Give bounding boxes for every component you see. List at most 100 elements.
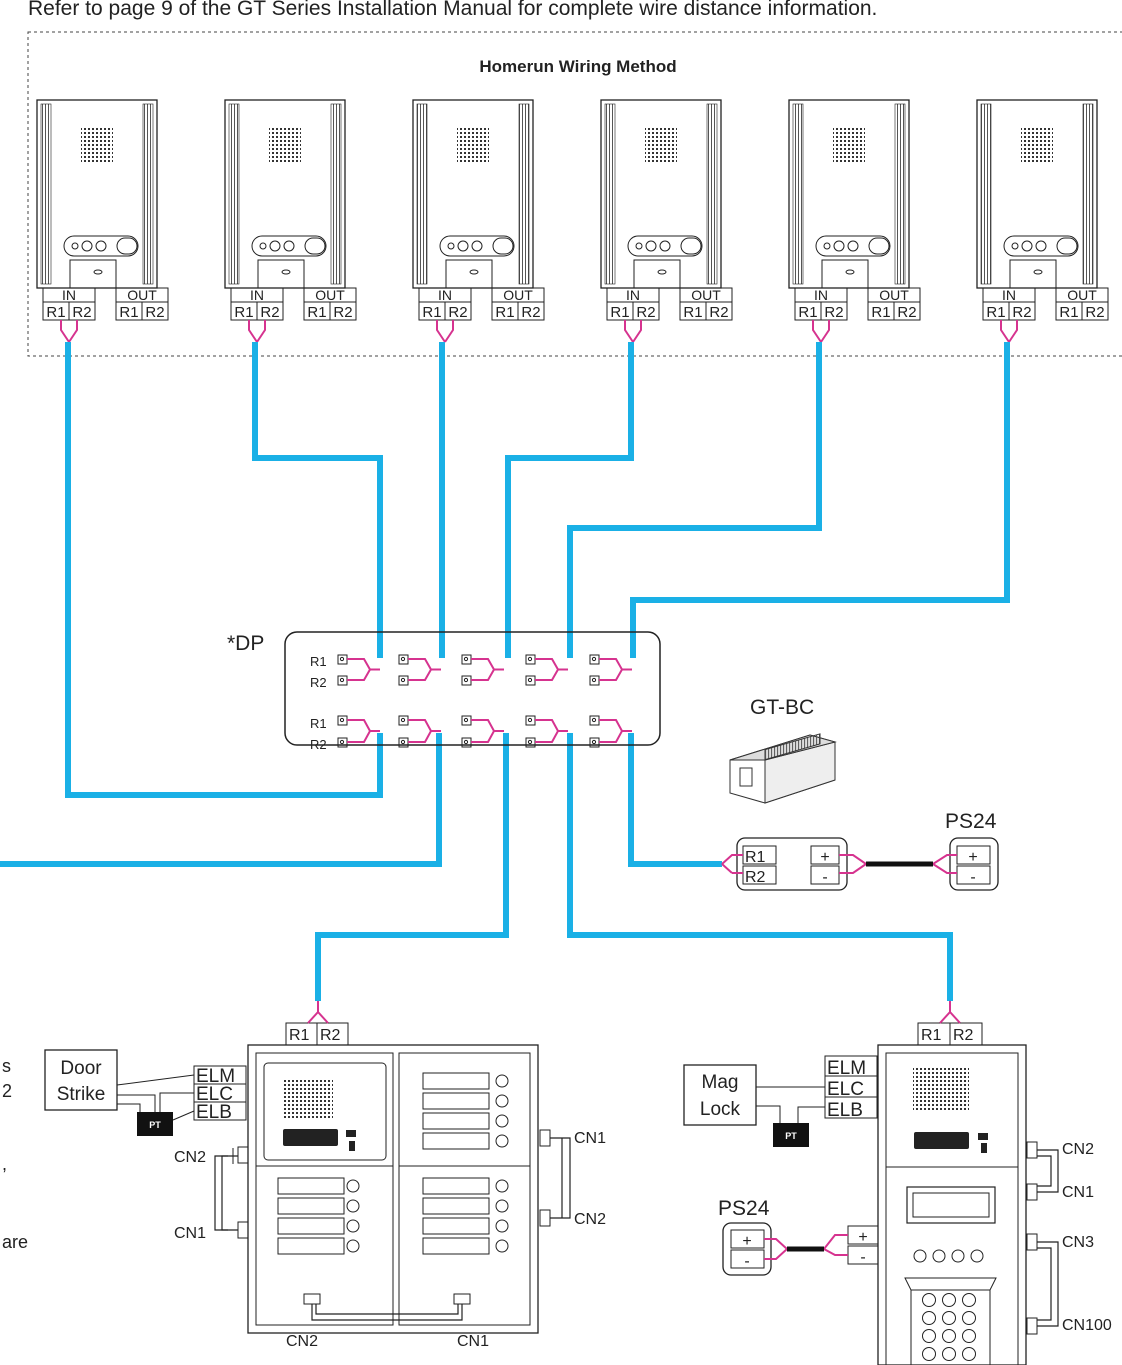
unit-talk-button[interactable] (1056, 237, 1078, 255)
unit-talk-button[interactable] (680, 237, 702, 255)
unit-button[interactable] (659, 240, 671, 252)
keypad-key[interactable] (962, 1329, 976, 1343)
unit-speaker-grille (457, 128, 489, 164)
unit-button[interactable] (645, 240, 657, 252)
dp-terminal-pair (525, 715, 568, 748)
function-key[interactable] (970, 1249, 984, 1263)
unit-r2: R2 (72, 304, 91, 321)
left-station-conductors (307, 1001, 329, 1024)
dp-label: *DP (227, 632, 264, 655)
keypad-key[interactable] (922, 1347, 936, 1361)
function-key[interactable] (932, 1249, 946, 1263)
right-elb: ELB (827, 1100, 863, 1121)
name-plate-button[interactable] (277, 1197, 345, 1215)
dp-r2-label-bottom: R2 (310, 737, 327, 752)
keypad-key[interactable] (942, 1311, 956, 1325)
unit-r1: R1 (307, 304, 326, 321)
dp-conductor (408, 658, 441, 681)
name-plate-button[interactable] (422, 1092, 490, 1110)
unit-button[interactable] (833, 240, 845, 252)
gtbc-input-split (721, 863, 733, 874)
unit-button[interactable] (1035, 240, 1047, 252)
name-plate-button[interactable] (422, 1197, 490, 1215)
name-plate-button[interactable] (277, 1177, 345, 1195)
dp-terminal-pair (589, 715, 632, 748)
mag-lock-box (683, 1064, 757, 1126)
wire-unit6-to-dp (630, 342, 1010, 658)
function-key[interactable] (913, 1249, 927, 1263)
unit-button[interactable] (457, 240, 469, 252)
gtbc-minus-terminal (810, 865, 840, 885)
unit-button[interactable] (1021, 240, 1033, 252)
ps24-top-minus-terminal (956, 865, 991, 885)
unit-r1: R1 (610, 304, 629, 321)
gtbc-r1: R1 (745, 849, 766, 866)
name-plate-button[interactable] (422, 1112, 490, 1130)
keypad-key[interactable] (942, 1329, 956, 1343)
right-cn3: CN3 (1062, 1234, 1094, 1251)
unit-r2: R2 (333, 304, 352, 321)
unit-r1: R1 (798, 304, 817, 321)
unit-out-label: OUT (879, 287, 909, 303)
right-display (906, 1186, 996, 1224)
unit-button[interactable] (95, 240, 107, 252)
name-plate-button[interactable] (277, 1237, 345, 1255)
dp-terminal-pair (337, 715, 380, 748)
call-button-led (495, 1074, 509, 1088)
left-elc: ELC (196, 1084, 233, 1105)
keypad-key[interactable] (962, 1293, 976, 1307)
keypad-key[interactable] (962, 1311, 976, 1325)
keypad-key[interactable] (942, 1293, 956, 1307)
unit-button[interactable] (847, 240, 859, 252)
gtbc-device-icon (729, 733, 837, 804)
unit-conductors (624, 320, 642, 343)
unit-in-label: IN (1002, 287, 1016, 303)
unit-r2: R2 (897, 304, 916, 321)
right-entrance-station: R1 R2 ELM ELC ELB Mag Lock PT CN2 CN1 CN… (683, 1001, 1112, 1365)
unit-out-label: OUT (315, 287, 345, 303)
function-key[interactable] (951, 1249, 965, 1263)
unit-button[interactable] (471, 240, 483, 252)
wire-dp-to-right-station (567, 733, 953, 1001)
keypad-key[interactable] (922, 1329, 936, 1343)
call-button-led (495, 1134, 509, 1148)
door-strike-line2: Strike (57, 1084, 106, 1105)
unit-r1: R1 (871, 304, 890, 321)
dp-box (284, 631, 661, 746)
unit-out-label: OUT (691, 287, 721, 303)
dp-conductor (535, 658, 568, 681)
unit-button[interactable] (81, 240, 93, 252)
right-pt (773, 1123, 809, 1147)
name-plate-button[interactable] (422, 1217, 490, 1235)
keypad-key[interactable] (922, 1293, 936, 1307)
unit-r1: R1 (1059, 304, 1078, 321)
name-plate-button[interactable] (422, 1132, 490, 1150)
unit-talk-button[interactable] (868, 237, 890, 255)
gtbc-input-conductors (721, 854, 743, 874)
dp-r2-label-top: R2 (310, 675, 327, 690)
unit-button[interactable] (269, 240, 281, 252)
name-plate-button[interactable] (422, 1237, 490, 1255)
right-station-conductors (939, 1001, 961, 1024)
unit-talk-button[interactable] (492, 237, 514, 255)
unit-r2: R2 (448, 304, 467, 321)
right-elc: ELC (827, 1079, 864, 1100)
dp-r1-label-bottom: R1 (310, 716, 327, 731)
wire-unit5-to-dp (567, 342, 822, 658)
unit-talk-button[interactable] (304, 237, 326, 255)
name-plate-button[interactable] (422, 1177, 490, 1195)
left-cn2-bottom: CN2 (286, 1333, 318, 1350)
unit-r1: R1 (986, 304, 1005, 321)
unit-talk-button[interactable] (116, 237, 138, 255)
wire-dp-left-offpage (0, 733, 442, 867)
unit-speaker-grille (269, 128, 301, 164)
name-plate-button[interactable] (422, 1072, 490, 1090)
keypad-key[interactable] (922, 1311, 936, 1325)
name-plate-button[interactable] (277, 1217, 345, 1235)
unit-button[interactable] (283, 240, 295, 252)
keypad-key[interactable] (962, 1347, 976, 1361)
left-elm: ELM (196, 1066, 235, 1087)
keypad-key[interactable] (942, 1347, 956, 1361)
